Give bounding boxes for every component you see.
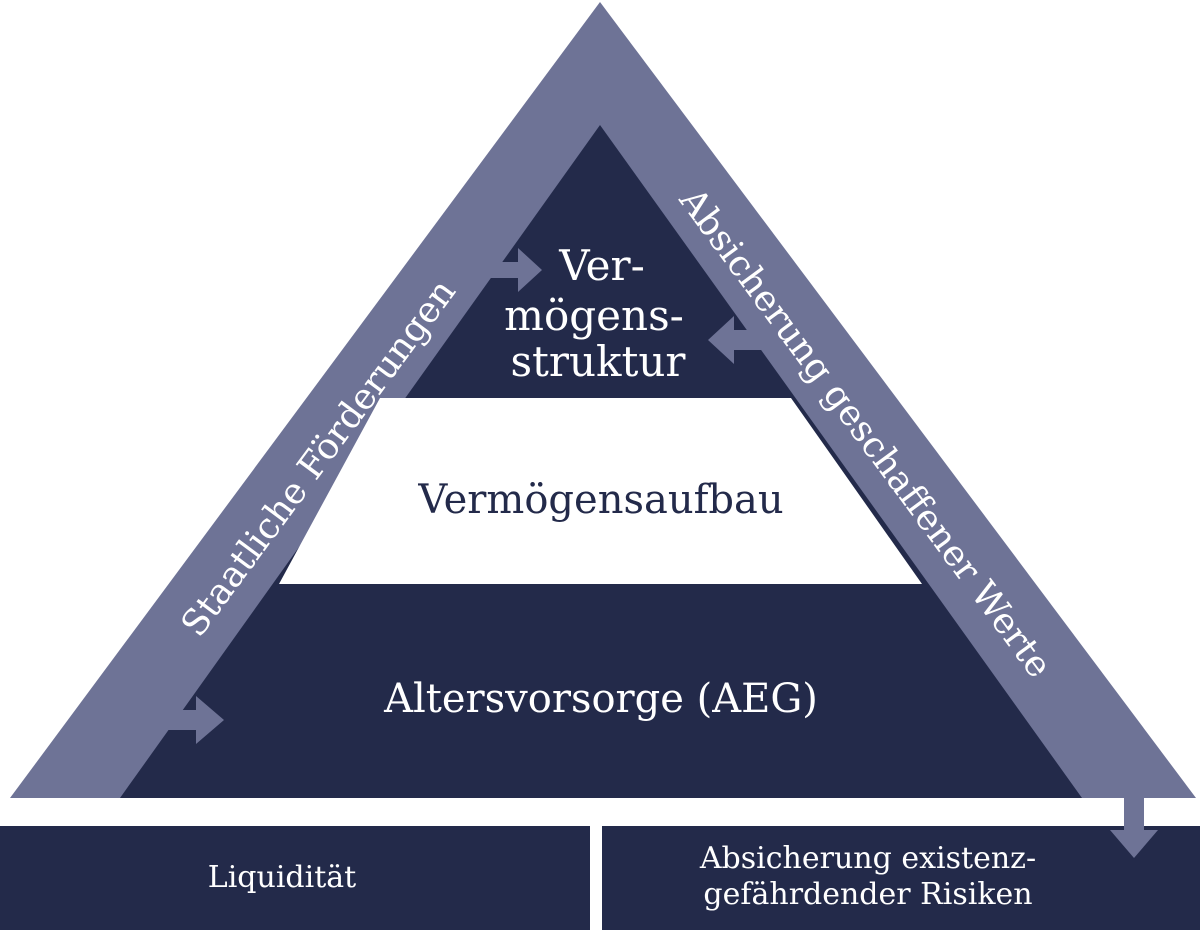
right-arrow-icon: [158, 696, 224, 744]
base-label-risk-line-2: gefährdender Risiken: [703, 877, 1032, 912]
bottom-label: Altersvorsorge (AEG): [383, 676, 818, 722]
middle-band: [279, 398, 922, 584]
down-arrow-icon: [1110, 798, 1158, 858]
top-label-line-1: Ver-: [558, 241, 645, 290]
top-label-line-3: struktur: [510, 337, 686, 386]
middle-label: Vermögensaufbau: [417, 477, 783, 523]
left-arrow-icon: [708, 316, 768, 364]
base-box-liquidity: [0, 826, 590, 930]
top-label-line-2: mögens-: [504, 291, 684, 340]
base-box-risk: [602, 826, 1200, 930]
base-label-liquidity: Liquidität: [208, 860, 356, 895]
right-arrow-icon: [486, 248, 542, 292]
base-label-risk-line-1: Absicherung existenz-: [699, 841, 1036, 876]
